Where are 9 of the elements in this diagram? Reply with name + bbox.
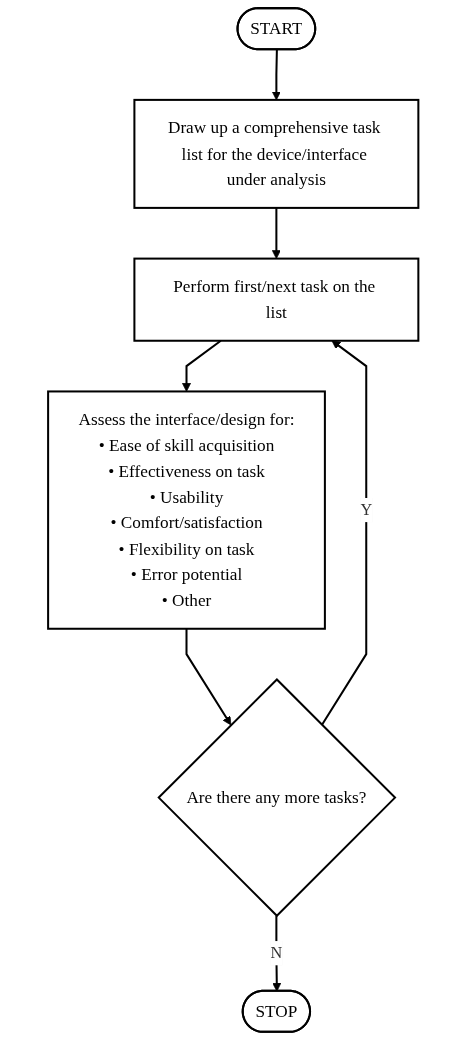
node-diamond: Are there any more tasks? — [157, 678, 397, 918]
edge-label: Y — [360, 500, 373, 519]
arrow — [185, 628, 232, 726]
arrow — [272, 207, 282, 259]
node-box: Perform first/next task on the list — [133, 257, 420, 342]
node-box: Assess the interface/design for: • Ease of skill acquisition • Effectiveness on task • Usability • Comfort/satisfaction • Flexibility on task • Error potential • Other — [47, 390, 327, 630]
arrow — [321, 340, 368, 726]
edge-label: N — [270, 944, 283, 962]
node-box: Draw up a comprehensive task list for the device/interface under analysis — [133, 98, 420, 209]
